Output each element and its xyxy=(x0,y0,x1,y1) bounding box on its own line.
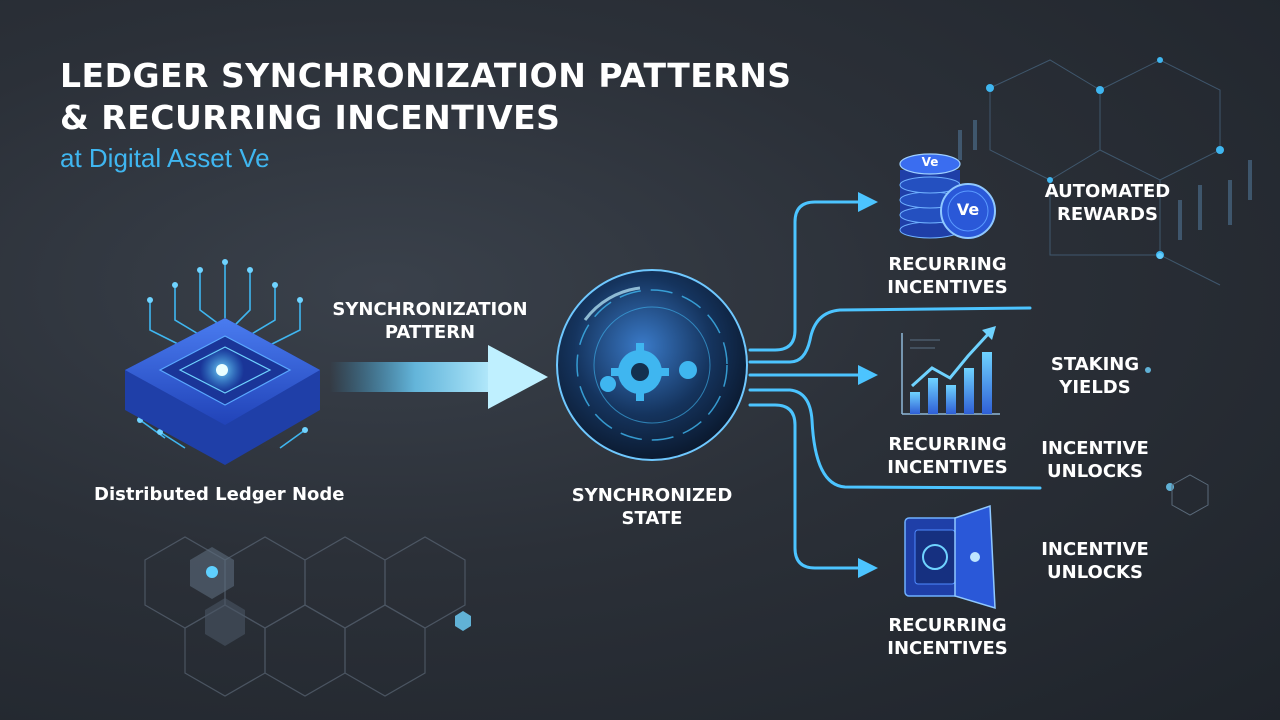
branch-connectors xyxy=(748,200,1042,570)
output-1-label: RECURRING INCENTIVES xyxy=(887,254,1008,298)
title-line-2: & RECURRING INCENTIVES xyxy=(60,98,561,137)
small-cube-decoration xyxy=(1171,474,1209,516)
network-nodes-top-right xyxy=(986,57,1224,259)
synchronized-state-sphere-icon xyxy=(556,269,748,461)
output-3-label: RECURRING INCENTIVES xyxy=(887,615,1008,659)
network-decoration-top-right xyxy=(989,59,1221,286)
arrowhead-bottom xyxy=(858,558,878,578)
vault-icon xyxy=(904,504,996,610)
growth-chart-icon xyxy=(901,326,1000,415)
ledger-node-label: Distributed Ledger Node xyxy=(94,484,345,505)
page-title: LEDGER SYNCHRONIZATION PATTERNS & RECURR… xyxy=(60,55,792,139)
glow-node-bottom-left xyxy=(206,566,218,578)
title-line-1: LEDGER SYNCHRONIZATION PATTERNS xyxy=(60,56,792,95)
ve-stack-top-label: Ve xyxy=(921,155,939,169)
small-gear-icon xyxy=(679,361,697,379)
output-2-label: RECURRING INCENTIVES xyxy=(887,434,1008,478)
hex-filled-2 xyxy=(205,598,245,646)
gear-icon xyxy=(611,343,669,401)
ve-coin-stack-icon xyxy=(899,153,996,239)
synchronized-state-label: SYNCHRONIZED STATE xyxy=(571,485,733,529)
output-3-side-label: INCENTIVE UNLOCKS xyxy=(1041,539,1149,583)
small-gear-icon-2 xyxy=(600,376,616,392)
output-2-side-label: STAKING YIELDS xyxy=(1050,354,1140,398)
output-1-side-label: AUTOMATED REWARDS xyxy=(1044,181,1171,225)
synchronization-pattern-label: SYNCHRONIZATION PATTERN xyxy=(332,299,528,343)
arrowhead-top xyxy=(858,192,878,212)
output-2-side-label-2: INCENTIVE UNLOCKS xyxy=(1041,438,1149,482)
hex-small-node xyxy=(455,611,471,631)
candlestick-decoration xyxy=(958,120,1252,240)
ve-coin-label: Ve xyxy=(956,200,980,219)
ledger-node-chip-icon xyxy=(125,259,320,465)
page-subtitle: at Digital Asset Ve xyxy=(60,143,270,173)
arrowhead-middle xyxy=(858,365,878,385)
synchronization-arrow xyxy=(330,345,548,409)
